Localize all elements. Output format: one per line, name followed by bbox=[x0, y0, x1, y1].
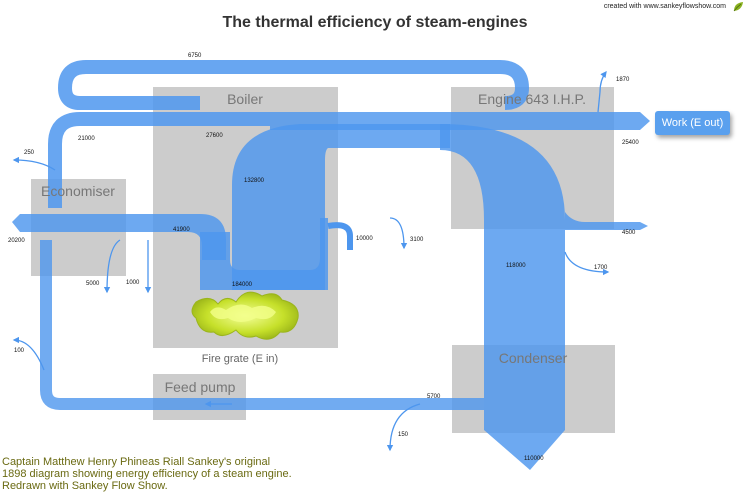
flow-to-condenser[interactable] bbox=[440, 124, 565, 470]
value-5700: 5700 bbox=[427, 394, 441, 400]
fire-grate-highlight bbox=[210, 304, 276, 322]
work-output-node[interactable]: Work (E out) bbox=[655, 111, 730, 135]
caption-line-2: 1898 diagram showing energy efficiency o… bbox=[2, 468, 292, 480]
fire-grate-label: Fire grate (E in) bbox=[202, 353, 278, 365]
feed-pump-box[interactable] bbox=[153, 374, 246, 420]
value-3100: 3100 bbox=[410, 237, 424, 243]
value-4500: 4500 bbox=[622, 230, 636, 236]
feed-pump-label: Feed pump bbox=[165, 379, 236, 395]
flow-engine-right[interactable] bbox=[565, 212, 648, 230]
caption-line-1: Captain Matthew Henry Phineas Riall Sank… bbox=[2, 456, 271, 468]
value-184000: 184000 bbox=[232, 282, 253, 288]
value-10000: 10000 bbox=[356, 236, 373, 242]
flow-feed-return[interactable] bbox=[40, 240, 484, 410]
flow-return-left[interactable] bbox=[48, 112, 270, 208]
value-20200: 20200 bbox=[8, 238, 25, 244]
arrow-5000[interactable] bbox=[103, 239, 121, 294]
economiser-label: Economiser bbox=[41, 183, 115, 199]
flow-grate[interactable] bbox=[200, 218, 328, 290]
value-25400: 25400 bbox=[622, 140, 639, 146]
value-loop-top: 6750 bbox=[188, 53, 202, 59]
caption-line-3: Redrawn with Sankey Flow Show. bbox=[2, 480, 168, 492]
value-21000: 21000 bbox=[78, 136, 95, 142]
value-132800: 132800 bbox=[244, 178, 265, 184]
loss-arrows bbox=[12, 70, 610, 452]
arrow-3100[interactable] bbox=[389, 217, 408, 250]
value-41900: 41900 bbox=[173, 227, 190, 233]
arrow-100[interactable] bbox=[12, 336, 45, 371]
value-118000: 118000 bbox=[506, 263, 526, 269]
value-5000: 5000 bbox=[86, 281, 100, 287]
value-100: 100 bbox=[14, 348, 25, 354]
flow-loss-10000[interactable] bbox=[327, 222, 353, 250]
arrow-150[interactable] bbox=[386, 403, 421, 452]
flows bbox=[12, 60, 650, 470]
caption: Captain Matthew Henry Phineas Riall Sank… bbox=[2, 456, 292, 492]
diagram-title: The thermal efficiency of steam-engines bbox=[222, 14, 528, 31]
flow-values: 6750 1870 21000 27600 25400 250 132800 4… bbox=[8, 53, 639, 462]
boiler-label: Boiler bbox=[227, 91, 263, 107]
flow-boiler-steam[interactable] bbox=[232, 124, 450, 290]
flow-economiser-in[interactable] bbox=[12, 214, 226, 260]
value-1000: 1000 bbox=[126, 280, 140, 286]
value-27600: 27600 bbox=[206, 133, 223, 139]
arrow-1700[interactable] bbox=[564, 251, 610, 276]
leaf-logo-icon bbox=[733, 2, 743, 12]
value-1700: 1700 bbox=[594, 265, 608, 271]
arrow-1870[interactable] bbox=[597, 70, 607, 113]
engine-label: Engine 643 I.H.P. bbox=[478, 91, 586, 107]
credit-link[interactable]: created with www.sankeyflowshow.com bbox=[603, 3, 726, 10]
value-250: 250 bbox=[24, 150, 35, 156]
value-1870: 1870 bbox=[616, 77, 630, 83]
arrow-250[interactable] bbox=[12, 156, 56, 171]
condenser-label: Condenser bbox=[499, 350, 568, 366]
flow-loop-top[interactable] bbox=[57, 60, 530, 110]
work-output-label: Work (E out) bbox=[661, 117, 724, 129]
value-110000: 110000 bbox=[524, 456, 544, 462]
node-labels: Boiler Engine 643 I.H.P. Economiser Feed… bbox=[41, 91, 586, 395]
value-150: 150 bbox=[398, 432, 409, 438]
